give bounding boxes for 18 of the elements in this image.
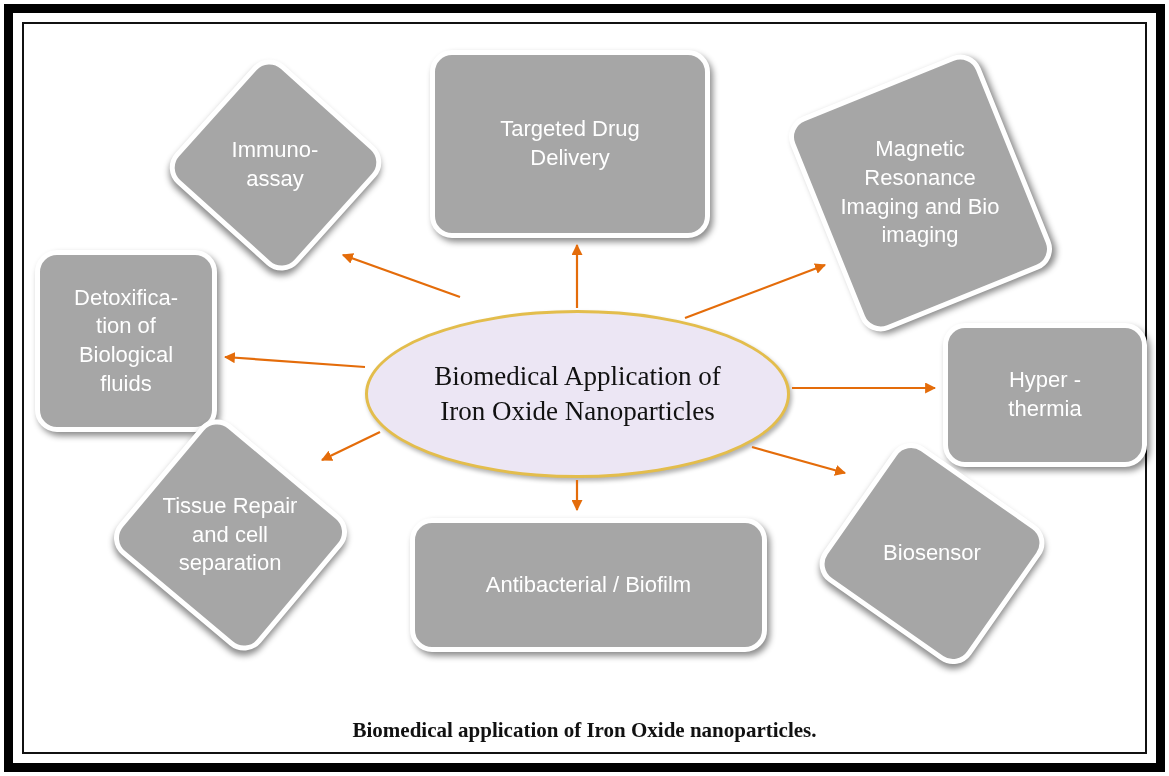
center-title: Biomedical Application of Iron Oxide Nanoparticles [433, 359, 722, 428]
box-label: Detoxifica- tion of Biological fluids [73, 283, 179, 398]
arrow [792, 382, 937, 394]
arrow [321, 431, 381, 461]
box-label: Hyper - thermia [1007, 366, 1083, 423]
box-label: Magnetic Resonance Imaging and Bio imaging [839, 135, 1001, 250]
box-label: Targeted Drug Delivery [499, 115, 641, 172]
arrow [751, 445, 847, 476]
box-label: Antibacterial / Biofilm [484, 570, 693, 599]
box-label: Biosensor [882, 538, 982, 567]
arrow [571, 243, 583, 308]
arrow [571, 480, 583, 512]
box-label: Tissue Repair and cell separation [161, 492, 299, 578]
arrow [684, 263, 827, 320]
arrow [223, 352, 366, 369]
caption: Biomedical application of Iron Oxide nanoparticles. [351, 718, 818, 743]
arrow [341, 253, 461, 299]
box-label: Immuno- assay [230, 136, 320, 193]
